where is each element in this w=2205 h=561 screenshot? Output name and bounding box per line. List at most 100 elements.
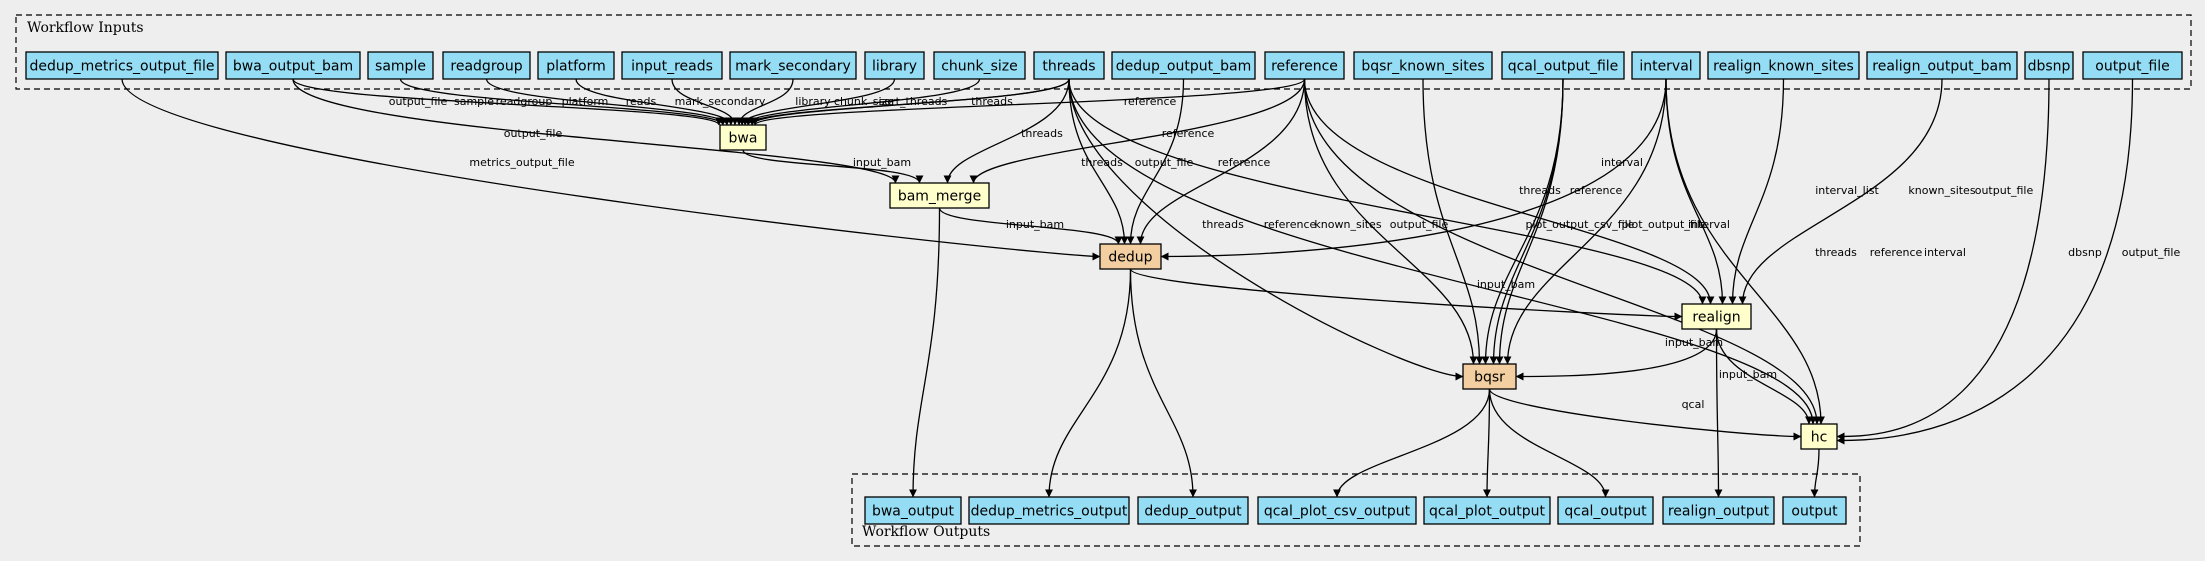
edge-label: chunk_size (834, 95, 894, 108)
step-node-dedup[interactable]: dedup (1099, 243, 1162, 270)
edge-label: threads (971, 95, 1013, 108)
step-node-realign[interactable]: realign (1681, 303, 1752, 330)
input-node-reference-box (1264, 51, 1345, 80)
output-node-qcal-output-label: qcal_output (1564, 504, 1647, 520)
output-node-dedup-metrics-output-label: dedup_metrics_output (971, 504, 1128, 520)
step-node-bwa[interactable]: bwa (719, 124, 767, 151)
edge-label: plot_output_csv_file (1526, 218, 1635, 231)
input-node-realign-output-bam[interactable]: realign_output_bam (1866, 51, 2018, 80)
edge-label: input_bam (853, 156, 911, 169)
input-node-dbsnp[interactable]: dbsnp (2024, 51, 2074, 80)
output-node-output-label: output (1791, 504, 1838, 520)
input-node-input-reads[interactable]: input_reads (621, 51, 723, 80)
output-node-qcal-output[interactable]: qcal_output (1557, 496, 1654, 525)
workflow-inputs-frame (15, 14, 2192, 90)
output-node-qcal-plot-output[interactable]: qcal_plot_output (1423, 496, 1551, 525)
edge-bqsr-to-hc (1488, 388, 1802, 441)
edge-dbsnp-to-hc (1836, 78, 2050, 441)
input-node-output-file[interactable]: output_file (2082, 51, 2183, 80)
step-node-bam-merge-box (889, 182, 990, 209)
step-node-bam-merge[interactable]: bam_merge (889, 182, 990, 209)
edge-label: output_file (504, 127, 563, 140)
edge-label: input_bam (1665, 336, 1723, 349)
input-node-realign-output-bam-label: realign_output_bam (1872, 59, 2011, 75)
edge-reference-to-bam-merge (969, 78, 1306, 184)
input-node-mark-secondary-label: mark_secondary (735, 59, 851, 75)
edge-platform-to-bwa (575, 78, 735, 126)
input-node-threads[interactable]: threads (1033, 51, 1105, 80)
input-node-qcal-output-file[interactable]: qcal_output_file (1501, 51, 1625, 80)
input-node-library[interactable]: library (864, 51, 925, 80)
input-node-dedup-metrics-output-file[interactable]: dedup_metrics_output_file (25, 51, 219, 80)
nodes-layer: dedup_metrics_output_file bwa_output_bam s… (25, 51, 2183, 525)
step-node-bqsr-label: bqsr (1474, 370, 1505, 386)
output-node-dedup-output[interactable]: dedup_output (1137, 496, 1249, 525)
edge-label: interval (1601, 156, 1643, 169)
edge-label: input_bam (1477, 278, 1535, 291)
input-node-bqsr-known-sites-label: bqsr_known_sites (1361, 59, 1484, 75)
edge-label: threads (1815, 246, 1857, 259)
output-node-bwa-output[interactable]: bwa_output (864, 496, 962, 525)
edge-dedup-metrics-output-file-to-dedup (121, 78, 1101, 261)
input-node-reference-label: reference (1271, 59, 1338, 75)
edge-bqsr-to-qcal-plot-output (1483, 388, 1492, 498)
step-node-realign-box (1681, 303, 1752, 330)
output-node-realign-output-box (1662, 496, 1775, 525)
input-node-mark-secondary-box (729, 51, 857, 80)
input-node-dedup-metrics-output-file-label: dedup_metrics_output_file (29, 59, 214, 75)
edge-dedup-to-realign (1129, 268, 1683, 321)
edge-interval-to-bqsr (1503, 78, 1667, 365)
edge-threads-to-dedup (1068, 78, 1129, 245)
input-node-realign-known-sites-label: realign_known_sites (1713, 59, 1854, 75)
input-node-realign-known-sites[interactable]: realign_known_sites (1707, 51, 1860, 80)
output-node-realign-output[interactable]: realign_output (1662, 496, 1775, 525)
output-node-output[interactable]: output (1782, 496, 1847, 525)
edge-label: known_sites (1908, 184, 1975, 197)
input-node-bwa-output-bam-label: bwa_output_bam (233, 59, 353, 75)
edge-label: platform (562, 95, 609, 108)
output-node-qcal-plot-csv-output[interactable]: qcal_plot_csv_output (1257, 496, 1417, 525)
edges-layer (121, 78, 2134, 498)
step-node-bqsr-box (1462, 363, 1517, 390)
edge-label: threads (1081, 156, 1123, 169)
edge-label: mark_secondary (675, 95, 766, 108)
input-node-readgroup[interactable]: readgroup (442, 51, 531, 80)
edge-label: reference (1124, 95, 1177, 108)
input-node-bwa-output-bam[interactable]: bwa_output_bam (225, 51, 361, 80)
edge-interval-to-hc (1665, 78, 1825, 425)
step-node-hc[interactable]: hc (1800, 423, 1838, 450)
edge-bwa-output-bam-to-bwa (292, 78, 723, 126)
input-node-chunk-size[interactable]: chunk_size (933, 51, 1026, 80)
input-node-threads-label: threads (1042, 59, 1095, 75)
edge-reference-to-dedup (1136, 78, 1306, 245)
edge-dedup-to-dedup-output (1129, 268, 1197, 498)
output-node-output-box (1782, 496, 1847, 525)
input-node-realign-known-sites-box (1707, 51, 1860, 80)
input-node-mark-secondary[interactable]: mark_secondary (729, 51, 857, 80)
edge-bqsr-known-sites-to-bqsr (1422, 78, 1484, 365)
input-node-interval-box (1631, 51, 1701, 80)
input-node-bwa-output-bam-box (225, 51, 361, 80)
input-node-sample[interactable]: sample (367, 51, 434, 80)
edge-reference-to-hc (1303, 78, 1821, 425)
input-node-platform[interactable]: platform (537, 51, 615, 80)
edge-bwa-to-bam-merge (742, 149, 924, 184)
input-node-dedup-output-bam[interactable]: dedup_output_bam (1111, 51, 1256, 80)
input-node-bqsr-known-sites[interactable]: bqsr_known_sites (1353, 51, 1493, 80)
edge-label: output_file (389, 95, 448, 108)
edge-label: interval (1924, 246, 1966, 259)
edge-bqsr-to-qcal-plot-csv-output (1333, 388, 1491, 498)
output-node-dedup-metrics-output[interactable]: dedup_metrics_output (968, 496, 1130, 525)
step-node-bqsr[interactable]: bqsr (1462, 363, 1517, 390)
input-node-dedup-output-bam-label: dedup_output_bam (1116, 59, 1251, 75)
input-node-reference[interactable]: reference (1264, 51, 1345, 80)
edge-readgroup-to-bwa (485, 78, 731, 126)
edge-threads-to-bqsr (1068, 78, 1464, 381)
input-node-qcal-output-file-label: qcal_output_file (1508, 59, 1619, 75)
input-node-output-file-label: output_file (2095, 59, 2170, 75)
input-node-dbsnp-box (2024, 51, 2074, 80)
step-node-bwa-label: bwa (729, 131, 758, 147)
edge-threads-to-bam-merge (943, 78, 1070, 184)
input-node-interval[interactable]: interval (1631, 51, 1701, 80)
